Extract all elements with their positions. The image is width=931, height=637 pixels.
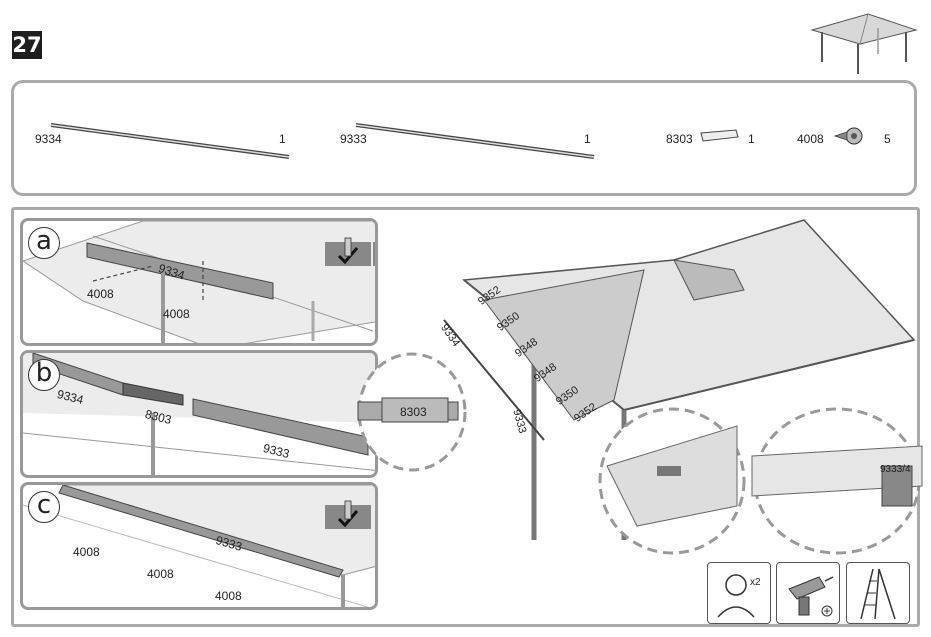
screw-4008-icon — [833, 127, 863, 145]
connector-label: 8303 — [400, 405, 427, 419]
panel-a: a 9334 4008 4008 — [20, 218, 378, 346]
person-icon — [717, 574, 755, 618]
connector-zoom-circle — [357, 352, 467, 472]
part-code: 9333 — [340, 132, 367, 146]
two-people-tool-box: x2 — [707, 562, 771, 624]
part-qty: 1 — [279, 132, 286, 146]
panel-c: c 9333 4008 4008 4008 — [20, 482, 378, 610]
gazebo-thumbnail-icon — [810, 13, 918, 74]
part-qty: 5 — [884, 132, 891, 146]
panel-label: b — [28, 359, 60, 391]
screw-incorrect-icon — [373, 242, 375, 266]
screw-label: 4008 — [215, 589, 242, 603]
screw-correct-icon — [325, 500, 371, 529]
panel-label: a — [28, 227, 60, 259]
panel-b: b 9334 8303 9333 — [20, 350, 378, 478]
part-qty: 1 — [584, 132, 591, 146]
ladder-icon — [860, 568, 896, 620]
instruction-area: a 9334 4008 4008 b 9334 8303 9333 — [11, 207, 923, 627]
people-count: x2 — [750, 577, 761, 588]
part-code: 4008 — [797, 132, 824, 146]
part-code: 9334 — [35, 132, 62, 146]
part-qty: 1 — [748, 132, 755, 146]
screw-label: 4008 — [147, 567, 174, 581]
screw-correct-icon — [325, 237, 371, 266]
rail-joint-drawing — [23, 353, 375, 475]
screw-label: 4008 — [73, 545, 100, 559]
connector-8303-icon — [700, 129, 739, 142]
roof-rail-drawing — [23, 485, 375, 607]
drill-icon — [788, 576, 834, 617]
drill-tool-box — [776, 562, 840, 624]
parts-list: 9334 1 9333 1 8303 1 4008 5 — [11, 80, 917, 196]
rail-9333-icon — [355, 123, 595, 159]
corner-zoom-circle-left — [598, 407, 746, 555]
zoom-label: 9333/4 — [880, 464, 911, 475]
rail-9334-icon — [50, 123, 290, 159]
screw-label: 4008 — [163, 307, 190, 321]
roof-edge-drawing — [23, 221, 375, 343]
part-code: 8303 — [666, 132, 693, 146]
corner-zoom-circle-right — [751, 407, 923, 555]
ladder-tool-box — [846, 562, 910, 624]
screw-label: 4008 — [87, 287, 114, 301]
step-number: 27 — [12, 31, 42, 59]
panel-label: c — [28, 491, 60, 523]
